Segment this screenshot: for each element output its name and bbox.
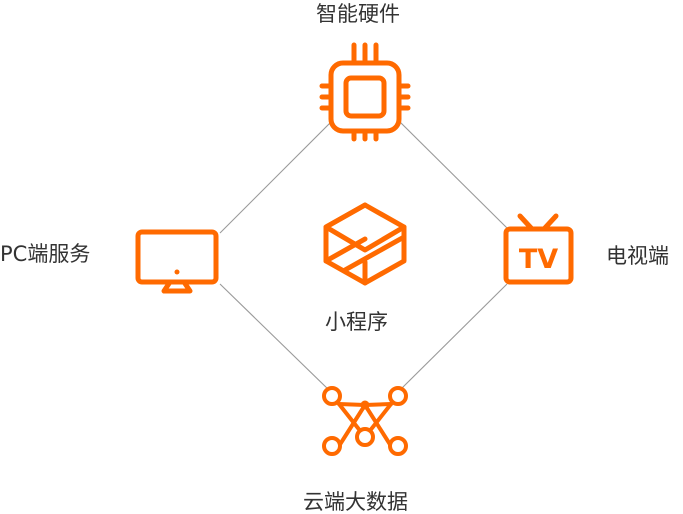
node-label-cloud-big-data: 云端大数据 xyxy=(303,490,408,514)
node-label-tv: 电视端 xyxy=(606,244,669,268)
node-label-mini-program: 小程序 xyxy=(325,310,388,334)
connector-top-right xyxy=(397,119,508,229)
connector-lines xyxy=(219,119,508,393)
chip-icon xyxy=(319,42,411,142)
connector-left-bottom xyxy=(219,283,332,393)
mini-program-hexagon-icon xyxy=(323,202,407,286)
tv-icon: TV xyxy=(503,213,574,285)
connector-right-bottom xyxy=(399,283,508,391)
monitor-icon xyxy=(135,229,219,294)
node-label-smart-hardware: 智能硬件 xyxy=(316,2,400,26)
node-label-pc-service: PC端服务 xyxy=(0,242,91,266)
network-nodes-icon xyxy=(322,386,408,456)
tv-icon-text: TV xyxy=(519,244,558,275)
connector-top-left xyxy=(219,119,334,234)
